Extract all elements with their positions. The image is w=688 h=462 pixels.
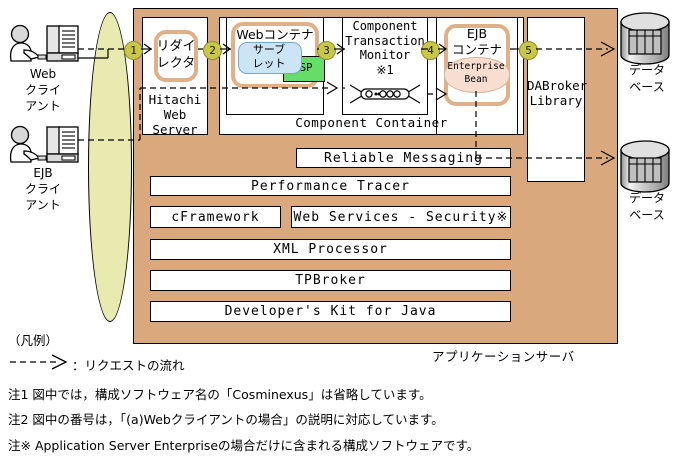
network-lens-shape	[88, 12, 132, 322]
servlet-label: サーブレット	[252, 43, 286, 70]
step-badge-2: 2	[203, 41, 222, 60]
service-bar-cframework: cFramework	[150, 206, 281, 228]
database-2-label: データベース	[628, 191, 665, 222]
service-bar-web-services-security: Web Services - Security※	[291, 206, 511, 228]
dabroker-library-box	[527, 17, 585, 182]
service-bar-performance-tracer: Performance Tracer	[150, 176, 511, 196]
service-bar-developers-kit-for-java: Developer's Kit for Java	[150, 301, 511, 322]
database-1-icon	[620, 12, 670, 65]
legend-title: （凡例）	[8, 333, 59, 348]
service-bar-tpbroker: TPBroker	[150, 270, 511, 291]
enterprise-bean-oval	[444, 57, 510, 93]
step-badge-5: 5	[519, 41, 538, 60]
ejb-client-icon	[9, 125, 79, 163]
note-2: 注2 図中の番号は，「(a)Webクライアントの場合」の説明に対応しています。	[8, 412, 444, 427]
step-badge-1: 1	[124, 41, 143, 60]
note-1: 注1 図中では，構成ソフトウェア名の「Cosminexus」は省略しています。	[8, 387, 432, 402]
service-bar-xml-processor: XML Processor	[150, 239, 511, 260]
redirector-box	[154, 30, 198, 82]
legend-dashed-arrow-icon	[10, 354, 68, 370]
step-badge-3: 3	[317, 41, 336, 60]
legend-text: ：リクエストの流れ	[72, 358, 185, 373]
servlet-oval	[238, 42, 302, 74]
step-badge-4: 4	[421, 41, 440, 60]
note-3: 注※ Application Server Enterpriseの場合だけに含ま…	[8, 438, 480, 453]
database-2-icon	[620, 140, 670, 193]
web-container-title: Webコンテナ	[236, 27, 314, 42]
redirector-label: リダイレクタ	[156, 39, 196, 71]
service-bar-reliable-messaging: Reliable Messaging	[296, 148, 511, 168]
database-1-label: データベース	[628, 63, 665, 94]
web-client-icon	[9, 24, 79, 62]
application-server-label: アプリケーションサーバ	[432, 349, 575, 364]
component-container-label: Component Container	[295, 115, 448, 130]
